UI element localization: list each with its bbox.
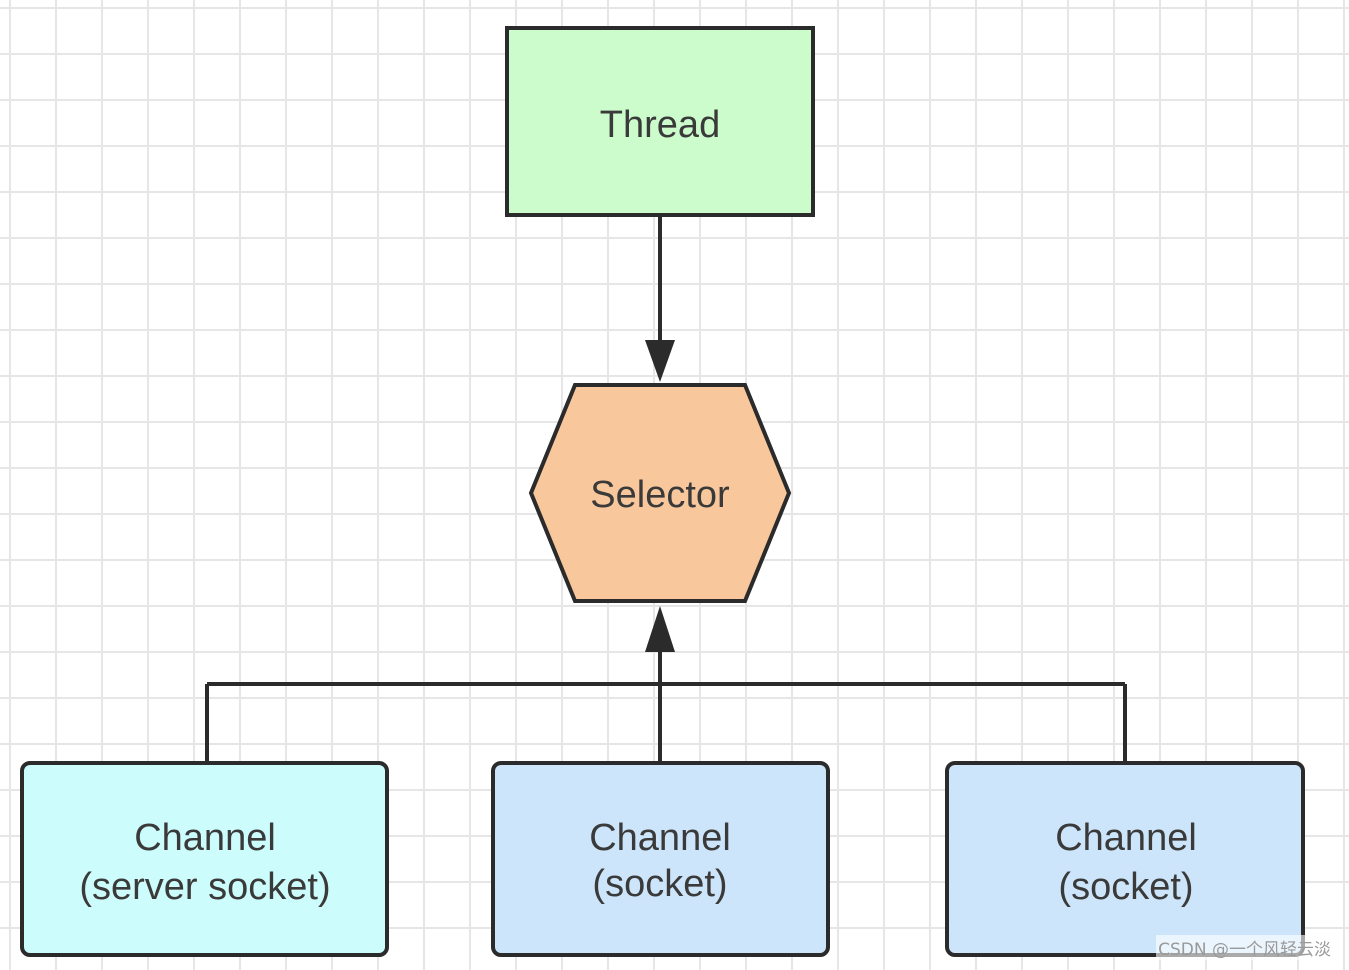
channel-server-label-line2: (server socket) xyxy=(79,866,330,908)
thread-to-selector-arrowhead xyxy=(645,340,675,382)
selector-node: Selector xyxy=(528,383,792,603)
selector-label: Selector xyxy=(590,474,730,516)
channel-socket-2-label-line2: (socket) xyxy=(1058,866,1193,908)
channel-socket-1-box xyxy=(491,761,830,957)
watermark: CSDN @一个风轻云淡 xyxy=(1156,935,1333,960)
connectors xyxy=(205,216,1127,763)
channel-socket-1-label-line1: Channel xyxy=(589,817,731,859)
thread-label: Thread xyxy=(600,104,720,146)
selector-hexagon xyxy=(528,383,792,603)
thread-box xyxy=(505,26,815,217)
channel-socket-1-label-line2: (socket) xyxy=(592,863,727,905)
channel-socket-2-box xyxy=(945,761,1305,957)
channel-socket-1-node: Channel (socket) xyxy=(491,761,830,957)
thread-node: Thread xyxy=(505,26,815,217)
channel-server-node: Channel (server socket) xyxy=(20,761,389,957)
channel-server-box xyxy=(20,761,389,957)
channel-server-label-line1: Channel xyxy=(134,817,276,859)
channel-socket-2-label-line1: Channel xyxy=(1055,817,1197,859)
channel-socket-2-node: Channel (socket) xyxy=(945,761,1305,957)
channels-to-selector-arrowhead xyxy=(645,606,675,652)
